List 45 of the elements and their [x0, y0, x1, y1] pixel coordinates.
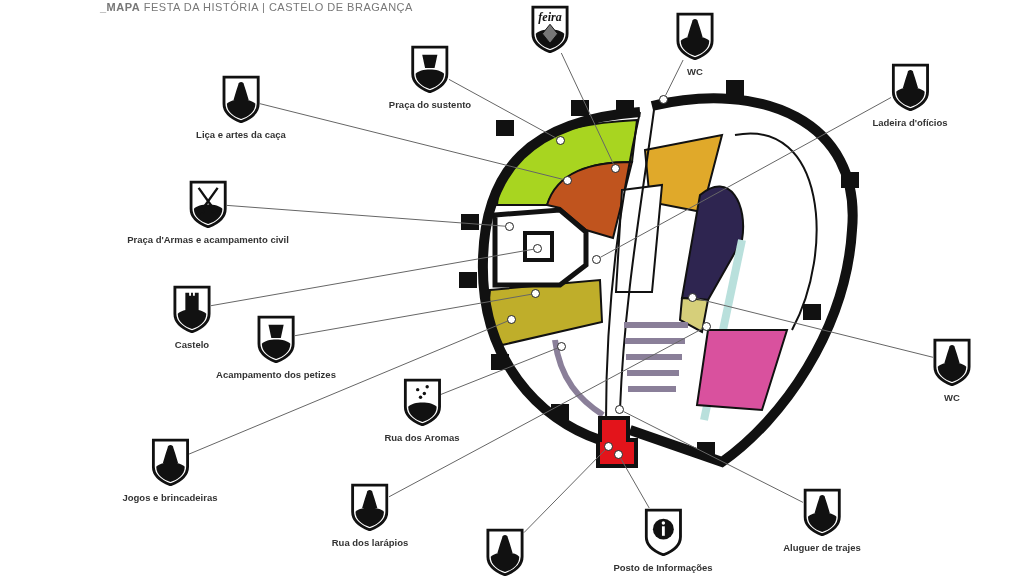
location-dot [611, 164, 620, 173]
location-dot [592, 255, 601, 264]
place-name: Jogos e brincadeiras [122, 492, 218, 503]
place-name: Liça e artes da caça [196, 129, 286, 140]
leader-line [210, 248, 534, 307]
location-dot [702, 322, 711, 331]
place-name: Ladeira d'ofícios [872, 117, 948, 128]
place-name: Praça d'Armas e acampamento civil [127, 234, 289, 245]
leader-line [523, 449, 606, 534]
place-name: WC [944, 392, 960, 403]
location-dot [604, 442, 613, 451]
place-name: Rua dos Aromas [384, 432, 460, 443]
location-dot [505, 222, 514, 231]
location-dot [557, 342, 566, 351]
location-dot [614, 450, 623, 459]
place-name: Praça do sustento [388, 99, 472, 110]
leader-line [388, 328, 703, 498]
leader-line [188, 320, 508, 455]
place-name: Castelo [174, 339, 210, 350]
location-dot [531, 289, 540, 298]
leader-line [620, 457, 650, 509]
location-dot [615, 405, 624, 414]
place-name: Posto de Informações [613, 562, 713, 573]
map-title: _MAPA FESTA DA HISTÓRIA | CASTELO DE BRAGANÇA [100, 1, 413, 13]
place-name: Aluguer de trajes [783, 542, 861, 553]
place-name: WC [687, 66, 703, 77]
leader-line [560, 52, 615, 165]
place-name: Rua dos larápios [331, 537, 409, 548]
leader-line [259, 103, 564, 180]
leader-line [226, 204, 506, 227]
leader-line [599, 97, 892, 258]
leader-line [448, 78, 558, 139]
leader-line [294, 293, 532, 337]
shield-text: feira [537, 10, 563, 25]
leader-line [623, 411, 804, 503]
place-name: Acampamento dos petizes [216, 369, 336, 380]
location-dot [556, 136, 565, 145]
location-dot [688, 293, 697, 302]
location-dot [563, 176, 572, 185]
location-dot [507, 315, 516, 324]
leader-line [665, 59, 684, 96]
leader-line [696, 298, 934, 358]
leader-line [440, 347, 558, 395]
location-dot [533, 244, 542, 253]
location-dot [659, 95, 668, 104]
